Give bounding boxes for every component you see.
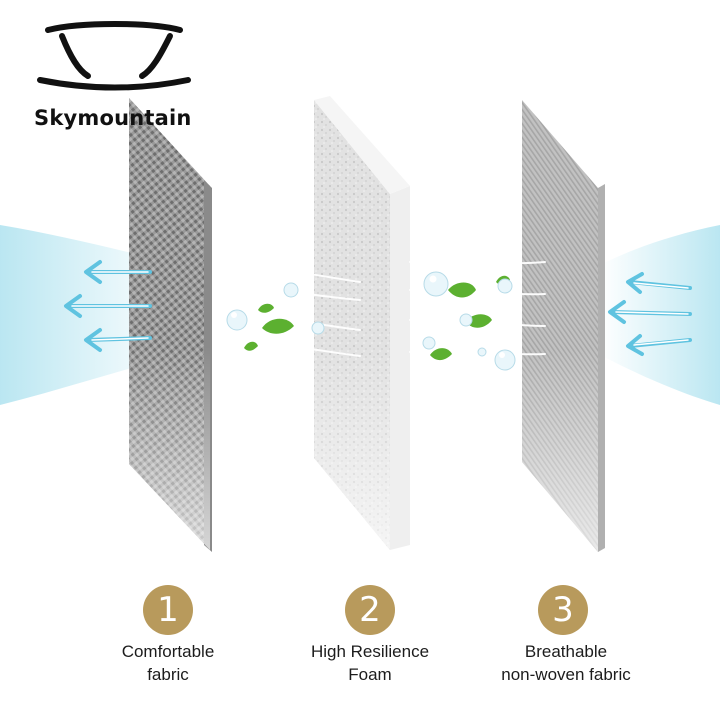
brand-logo: Skymountain bbox=[30, 18, 210, 130]
layer-caption-line: fabric bbox=[147, 665, 189, 684]
layer-number-badge-2: 2 bbox=[345, 585, 395, 635]
layer-high-resilience-foam bbox=[314, 96, 410, 550]
layer-caption-line: Breathable bbox=[524, 642, 608, 661]
layer-caption-3: Breathable non-woven fabric bbox=[466, 640, 666, 686]
layer-caption-line: High Resilience bbox=[310, 642, 430, 661]
airflow-arrow-icon bbox=[615, 282, 689, 346]
leaf-icon bbox=[244, 275, 510, 361]
layer-comfortable-fabric bbox=[129, 98, 212, 552]
layer-caption-line: Comfortable bbox=[121, 642, 215, 661]
airflow-arrow-icon bbox=[71, 271, 149, 341]
layer-number-badge-3: 3 bbox=[538, 585, 588, 635]
brand-name: Skymountain bbox=[34, 106, 192, 130]
layer-caption-2: High Resilience Foam bbox=[270, 640, 470, 686]
layer-caption-line: non-woven fabric bbox=[501, 665, 631, 684]
water-droplet-icon bbox=[231, 275, 505, 358]
layer-number-badge-1: 1 bbox=[143, 585, 193, 635]
layer-breathable-non-woven-fabric bbox=[522, 100, 605, 552]
bowl-logo-icon bbox=[37, 21, 191, 91]
layer-caption-1: Comfortable fabric bbox=[68, 640, 268, 686]
layer-caption-line: Foam bbox=[348, 665, 392, 684]
